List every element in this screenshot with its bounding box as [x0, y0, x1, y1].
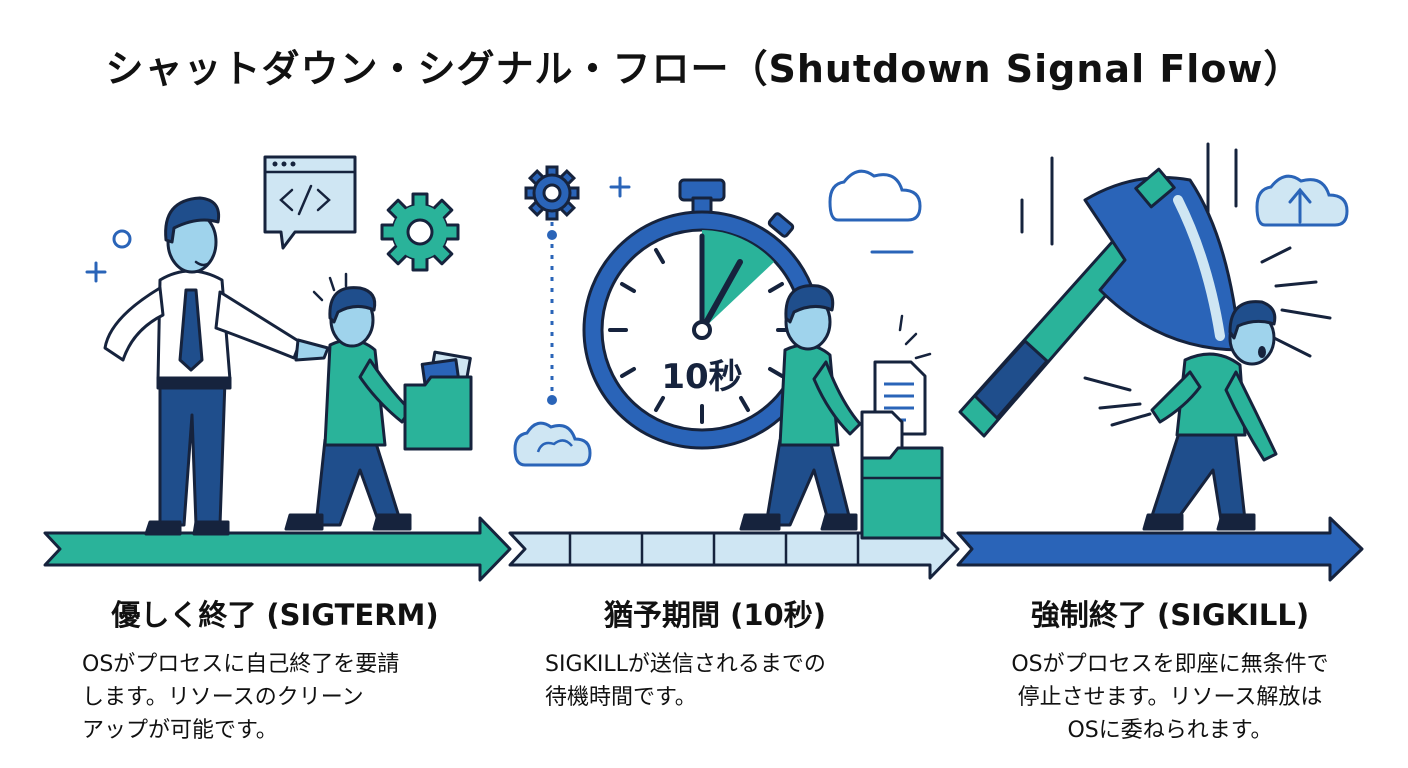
folder-icon: [403, 350, 473, 451]
folder-icon: [860, 446, 944, 540]
axe-icon: [958, 167, 1242, 438]
stage-description: SIGKILLが送信されるまでの 待機時間です。: [545, 652, 826, 710]
stage-sigterm: 優しく終了 (SIGTERM) OSがプロセスに自己終了を要請 します。リソース…: [40, 592, 510, 747]
manager-figure: [103, 196, 330, 536]
decor-plus: [85, 261, 107, 283]
stage-title: 強制終了 (SIGKILL): [1030, 598, 1310, 632]
cloud-upload-icon: [1255, 174, 1349, 227]
stage-title: 優しく終了 (SIGTERM): [111, 598, 439, 632]
timeline-arrows: [43, 516, 1364, 582]
stage-description: OSがプロセスを即座に無条件で 停止させます。リソース解放は OSに委ねられます…: [1011, 652, 1329, 743]
code-window-icon: [263, 155, 357, 250]
stage-title: 猶予期間 (10秒): [604, 598, 826, 632]
worker-figure-3: [1142, 300, 1278, 531]
decor-circle: [112, 229, 132, 249]
arrow-sigterm: [43, 516, 512, 582]
stage-description: OSがプロセスに自己終了を要請 します。リソースのクリーン アップが可能です。: [82, 652, 400, 743]
page-title: シャットダウン・シグナル・フロー（Shutdown Signal Flow）: [105, 47, 1303, 91]
arrow-sigkill: [956, 516, 1364, 582]
gear-icon: [380, 192, 460, 272]
stopwatch-icon: 10秒: [582, 178, 822, 450]
decor-plus: [609, 176, 631, 198]
cloud-icon: [513, 421, 592, 467]
worker-figure-2: [739, 284, 932, 531]
cloud-icon: [828, 169, 922, 222]
motion-lines: [1020, 142, 1332, 427]
worker-figure-1: [284, 272, 412, 531]
stage-grace-period: 猶予期間 (10秒) SIGKILLが送信されるまでの 待機時間です。: [500, 592, 930, 714]
arrow-grace-period: [508, 518, 960, 580]
gear-icon: [524, 165, 580, 221]
timer-label: 10秒: [661, 357, 742, 397]
document-icon: [860, 360, 927, 464]
flow-illustration: .ol { stroke: #16233d; stroke-width: 3; …: [43, 142, 1364, 582]
stage-sigkill: 強制終了 (SIGKILL) OSがプロセスを即座に無条件で 停止させます。リソ…: [950, 592, 1390, 747]
